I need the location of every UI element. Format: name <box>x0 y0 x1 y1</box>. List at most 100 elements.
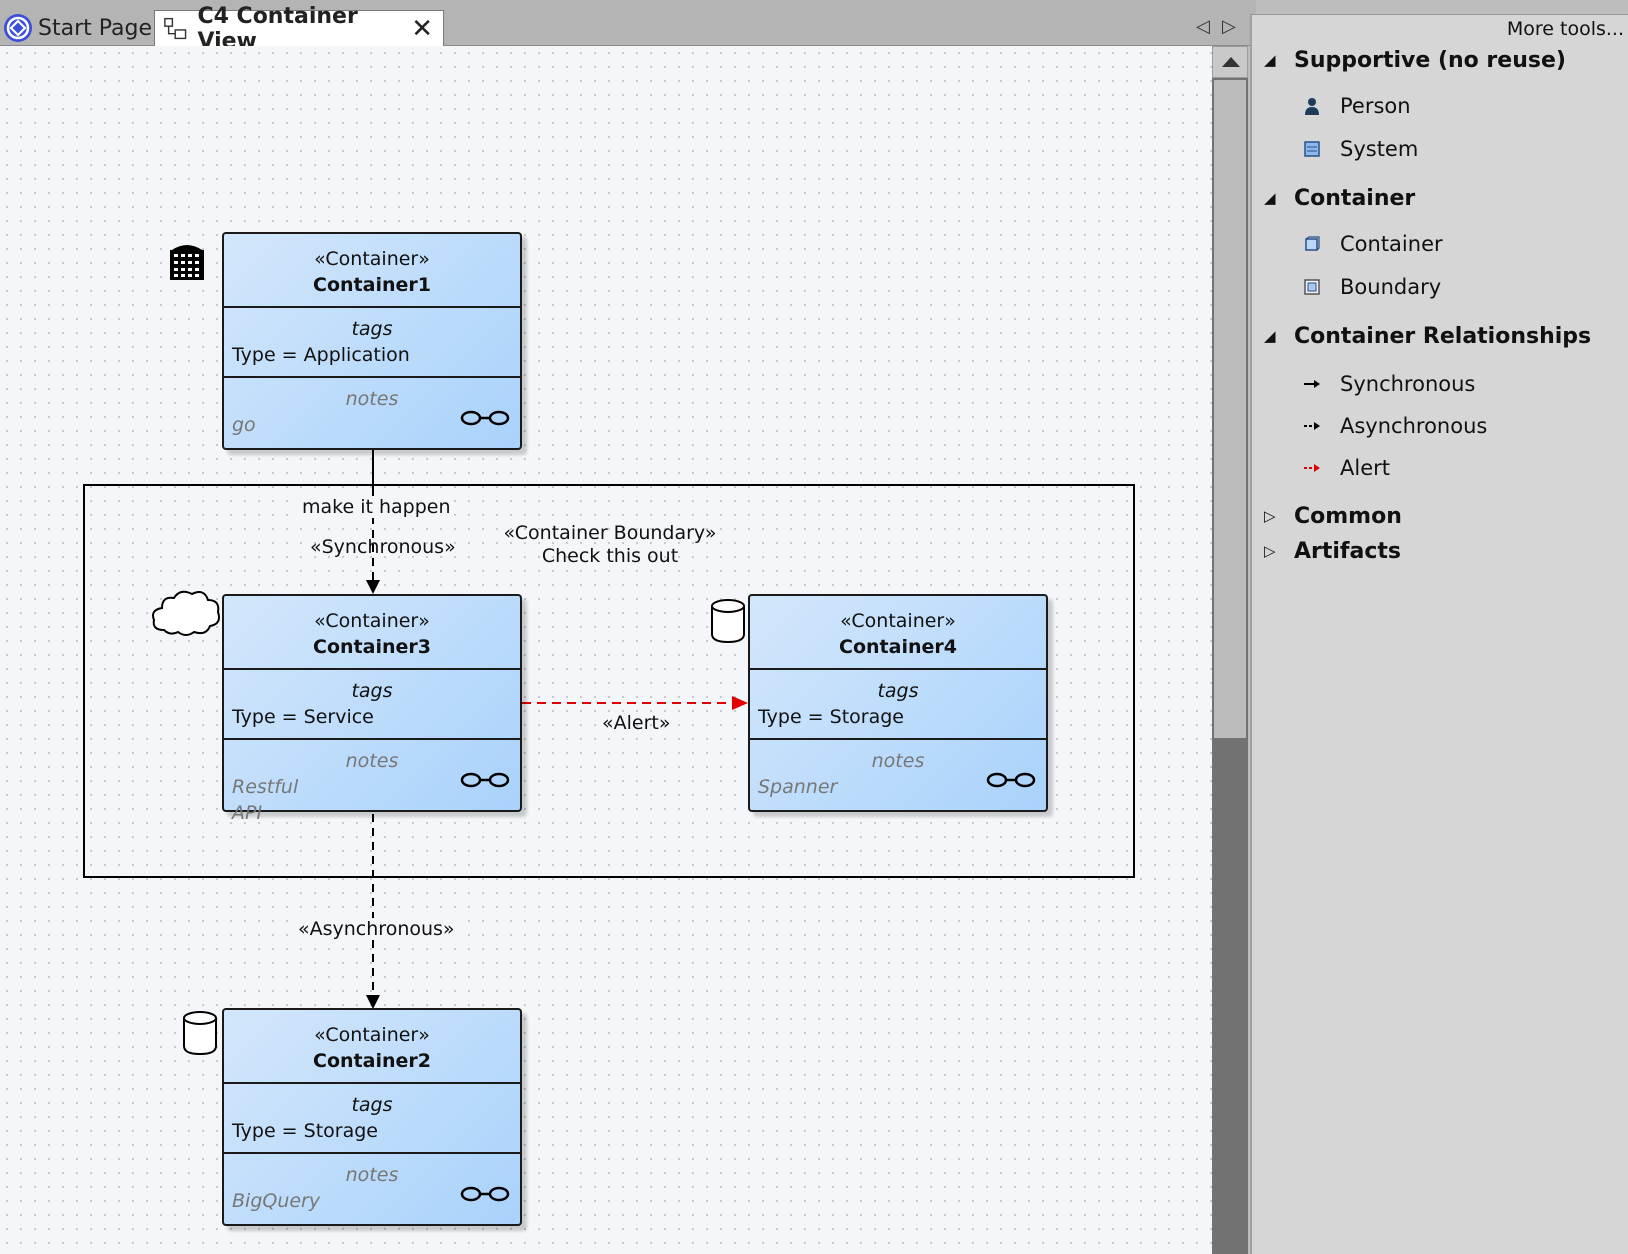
tags-label: tags <box>351 318 393 340</box>
toolbox-item-system[interactable]: System <box>1302 129 1418 169</box>
tab-start-page[interactable]: Start Page <box>0 10 152 46</box>
tab-start-page-label: Start Page <box>38 15 152 41</box>
diagram-canvas[interactable]: «Container Boundary» Check this out make… <box>0 46 1212 1254</box>
container-tags-section: tags Type = Storage <box>224 1084 520 1154</box>
container-stereotype: «Container» <box>840 610 956 632</box>
container-node-container3[interactable]: «Container» Container3 tags Type = Servi… <box>222 594 522 824</box>
tab-c4-container-view[interactable]: C4 Container View ✕ <box>154 4 444 54</box>
notes-label: notes <box>345 750 399 772</box>
container-stereotype: «Container» <box>314 248 430 270</box>
notes-value: Spanner <box>758 776 838 798</box>
database-icon <box>183 1011 217 1056</box>
tab-scroll-left-icon[interactable]: ◁ <box>1196 16 1210 37</box>
boundary-name: Check this out <box>541 545 679 567</box>
container-notes-section: notes BigQuery <box>224 1154 520 1224</box>
toolbox-group-label: Common <box>1294 503 1402 529</box>
system-icon <box>1302 139 1322 159</box>
container-name: Container4 <box>839 636 957 658</box>
container-tags-section: tags Type = Service <box>224 670 520 740</box>
container-node-container4[interactable]: «Container» Container4 tags Type = Stora… <box>748 594 1048 812</box>
diagram-toolbox: More tools... ◢ Supportive (no reuse) Pe… <box>1250 14 1628 1254</box>
toolbox-group-artifacts[interactable]: ▷ Artifacts <box>1252 533 1401 569</box>
boundary-title: «Container Boundary» Check this out <box>490 522 730 568</box>
notes-label: notes <box>345 388 399 410</box>
link-icon[interactable] <box>986 770 1036 790</box>
connector-async-stereotype: «Asynchronous» <box>296 918 457 940</box>
solid-arrow-icon <box>1302 374 1322 394</box>
container-boundary[interactable] <box>83 484 1135 878</box>
boundary-stereotype: «Container Boundary» <box>503 522 717 544</box>
container-name: Container1 <box>313 274 431 296</box>
link-icon[interactable] <box>460 408 510 428</box>
toolbox-item-container[interactable]: Container <box>1302 224 1443 264</box>
container-tags-section: tags Type = Storage <box>750 670 1046 740</box>
tags-value: Type = Storage <box>232 1120 378 1142</box>
notes-value: go <box>232 414 256 436</box>
container-tags-section: tags Type = Application <box>224 308 520 378</box>
dashed-arrow-icon <box>1302 416 1322 436</box>
container-header: «Container» Container1 <box>224 234 520 308</box>
tab-c4-container-view-label: C4 Container View <box>197 3 358 54</box>
container-header: «Container» Container3 <box>224 596 520 670</box>
connector-sync-stereotype: «Synchronous» <box>310 536 456 558</box>
toolbox-group-label: Supportive (no reuse) <box>1294 47 1566 73</box>
toolbox-item-label: Alert <box>1340 456 1390 480</box>
tags-value: Type = Application <box>232 344 410 366</box>
diagram-icon <box>164 17 187 39</box>
expanded-triangle-icon: ◢ <box>1264 327 1276 345</box>
toolbox-group-common[interactable]: ▷ Common <box>1252 498 1402 534</box>
container-node-container1[interactable]: «Container» Container1 tags Type = Appli… <box>222 232 522 450</box>
toolbox-item-label: Boundary <box>1340 275 1442 299</box>
link-icon[interactable] <box>460 1184 510 1204</box>
toolbox-item-person[interactable]: Person <box>1302 86 1411 126</box>
notes-label: notes <box>871 750 925 772</box>
toolbox-item-asynchronous[interactable]: Asynchronous <box>1302 406 1487 446</box>
toolbox-group-container[interactable]: ◢ Container <box>1252 180 1415 216</box>
toolbox-group-container-relationships[interactable]: ◢ Container Relationships <box>1252 318 1591 354</box>
tags-label: tags <box>351 680 393 702</box>
toolbox-item-label: Person <box>1340 94 1411 118</box>
boundary-icon <box>1302 277 1322 297</box>
canvas-vertical-scrollbar[interactable] <box>1212 46 1248 1254</box>
notes-label: notes <box>345 1164 399 1186</box>
scrollbar-thumb[interactable] <box>1214 80 1246 738</box>
connector-sync-name: make it happen <box>300 496 453 518</box>
notes-value: Restful API <box>232 776 299 824</box>
container-stereotype: «Container» <box>314 610 430 632</box>
container-notes-section: notes go <box>224 378 520 448</box>
tags-value: Type = Storage <box>758 706 904 728</box>
container-icon <box>1302 234 1322 254</box>
toolbox-group-label: Container Relationships <box>1294 323 1592 349</box>
tags-label: tags <box>351 1094 393 1116</box>
start-page-logo-icon <box>4 14 32 42</box>
expanded-triangle-icon: ◢ <box>1264 51 1276 69</box>
link-icon[interactable] <box>460 770 510 790</box>
more-tools-link[interactable]: More tools... <box>1250 14 1628 42</box>
toolbox-item-synchronous[interactable]: Synchronous <box>1302 364 1475 404</box>
toolbox-group-label: Artifacts <box>1294 538 1402 564</box>
document-tab-bar: Start Page C4 Container View ✕ ◁ ▷ <box>0 0 1256 54</box>
expanded-triangle-icon: ◢ <box>1264 189 1276 207</box>
toolbox-group-supportive[interactable]: ◢ Supportive (no reuse) <box>1252 42 1566 78</box>
toolbox-item-label: Asynchronous <box>1340 414 1488 438</box>
tags-label: tags <box>877 680 919 702</box>
container-header: «Container» Container2 <box>224 1010 520 1084</box>
cloud-icon <box>152 590 220 636</box>
toolbox-group-label: Container <box>1294 185 1416 211</box>
toolbox-item-alert[interactable]: Alert <box>1302 448 1390 488</box>
container-stereotype: «Container» <box>314 1024 430 1046</box>
tags-value: Type = Service <box>232 706 374 728</box>
container-node-container2[interactable]: «Container» Container2 tags Type = Stora… <box>222 1008 522 1226</box>
close-tab-icon[interactable]: ✕ <box>411 13 433 44</box>
container-notes-section: notes Spanner <box>750 740 1046 810</box>
notes-value: BigQuery <box>232 1190 321 1212</box>
tab-scroll-right-icon[interactable]: ▷ <box>1222 16 1236 37</box>
scroll-up-button[interactable] <box>1212 46 1248 78</box>
toolbox-item-label: System <box>1340 137 1419 161</box>
person-icon <box>1302 96 1322 116</box>
collapsed-triangle-icon: ▷ <box>1264 507 1276 525</box>
container-notes-section: notes Restful API <box>224 740 520 824</box>
toolbox-item-boundary[interactable]: Boundary <box>1302 267 1441 307</box>
server-rack-icon <box>170 245 204 280</box>
container-header: «Container» Container4 <box>750 596 1046 670</box>
